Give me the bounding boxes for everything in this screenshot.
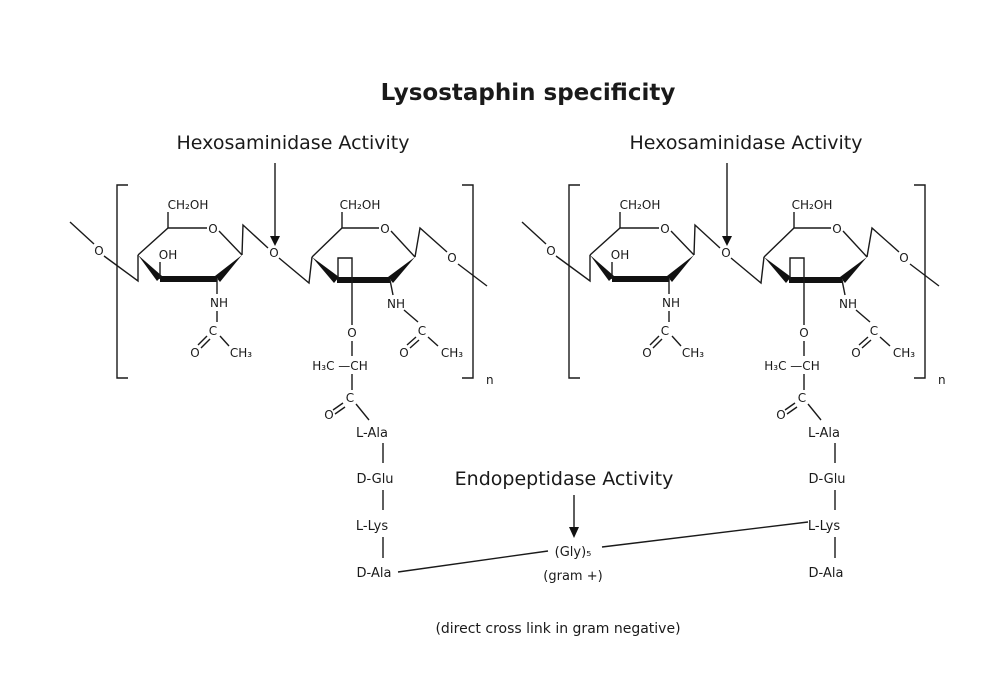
ch3-label: CH₃ [230,346,252,360]
ether-oxygen-label: O [347,326,356,340]
arrow-head-icon [722,236,732,246]
ring-oxygen-label: O [208,222,217,236]
endopeptidase-label: Endopeptidase Activity [455,468,674,490]
ch2oh-label: CH₂OH [168,198,209,212]
peptide-l-ala: L-Ala [808,426,840,441]
arrow-head-icon [569,527,579,538]
left-bracket [116,184,128,379]
carbon-label: C [798,391,806,405]
caption: (direct cross link in gram negative) [435,621,680,637]
peptide-l-lys: L-Lys [808,519,840,534]
oxygen-label: O [94,244,103,258]
ch3-label: CH₃ [441,346,463,360]
diagram-title: Lysostaphin specificity [381,80,676,106]
hexosaminidase-label: Hexosaminidase Activity [177,132,410,154]
oxygen-label: O [447,251,456,265]
ring-oxygen-label: O [832,222,841,236]
ch2oh-label: CH₂OH [620,198,661,212]
ether-oxygen-label: O [799,326,808,340]
arrow-head-icon [270,236,280,246]
peptide-d-ala: D-Ala [809,566,844,581]
oxygen-label: O [546,244,555,258]
nh-label: NH [210,296,228,310]
gram-positive-label: (gram +) [543,569,602,584]
glycosidic-oxygen-label: O [269,246,278,260]
right-bracket [462,184,474,379]
oxygen-label: O [899,251,908,265]
repeat-n: n [938,373,946,387]
peptidoglycan-unit-right: Hexosaminidase Activity n O O CH₂OH OH N… [521,132,946,581]
peptide-d-glu: D-Glu [356,472,393,487]
glycosidic-oxygen-label: O [721,246,730,260]
carbonyl-oxygen-label: O [399,346,408,360]
peptide-l-lys: L-Lys [356,519,388,534]
h3c-ch-label: H₃C —CH [764,359,819,373]
ch2oh-label: CH₂OH [340,198,381,212]
oh-label: OH [159,248,177,262]
oh-label: OH [611,248,629,262]
h3c-ch-label: H₃C —CH [312,359,367,373]
peptide-d-ala: D-Ala [357,566,392,581]
ring-oxygen-label: O [380,222,389,236]
nh-label: NH [387,297,405,311]
nh-label: NH [662,296,680,310]
ch3-label: CH₃ [682,346,704,360]
crosslink-line-right [601,521,809,548]
carbon-label: C [418,324,426,338]
carbon-label: C [346,391,354,405]
peptidoglycan-unit-left: Hexosaminidase Activity n O O CH₂OH OH N… [69,132,494,581]
repeat-n: n [486,373,494,387]
carbonyl-oxygen-label: O [324,408,333,422]
right-bracket [914,184,926,379]
carbonyl-oxygen-label: O [851,346,860,360]
hexosaminidase-label: Hexosaminidase Activity [630,132,863,154]
gly5-label: (Gly)₅ [555,545,592,560]
carbon-label: C [661,324,669,338]
nh-label: NH [839,297,857,311]
crosslink-line-left [397,550,549,573]
ring-oxygen-label: O [660,222,669,236]
left-bracket [568,184,580,379]
carbon-label: C [209,324,217,338]
peptide-d-glu: D-Glu [808,472,845,487]
carbonyl-oxygen-label: O [190,346,199,360]
carbonyl-oxygen-label: O [776,408,785,422]
carbon-label: C [870,324,878,338]
peptide-l-ala: L-Ala [356,426,388,441]
ch3-label: CH₃ [893,346,915,360]
carbonyl-oxygen-label: O [642,346,651,360]
ch2oh-label: CH₂OH [792,198,833,212]
